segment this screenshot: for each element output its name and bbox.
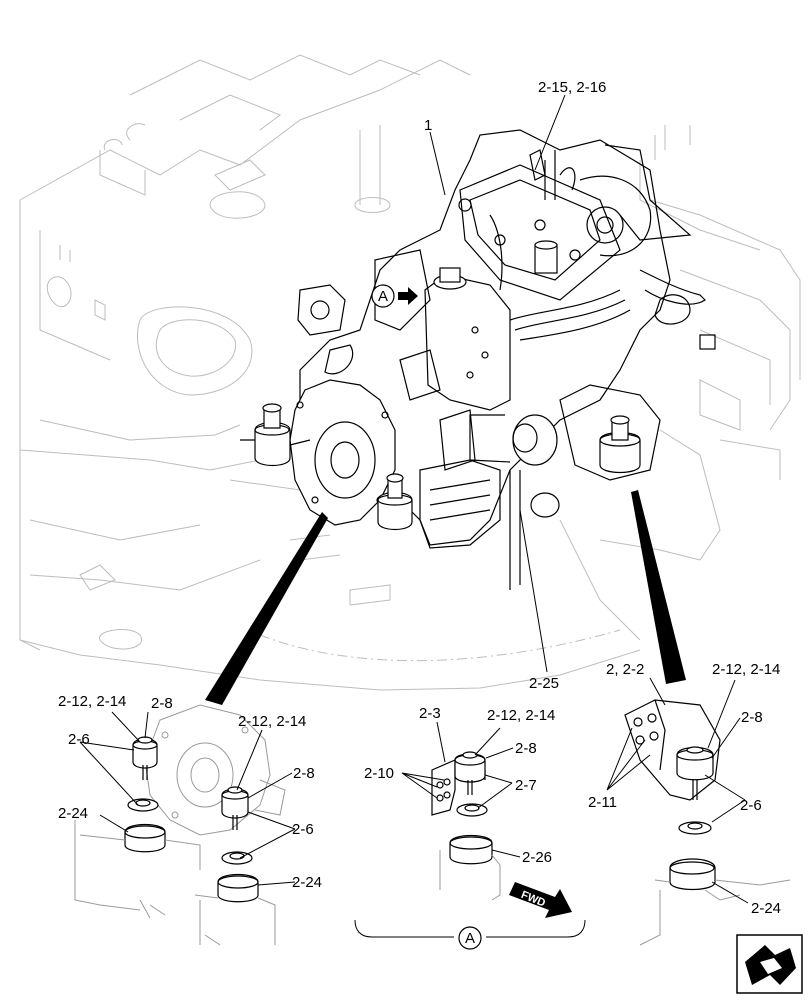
callout-2-25: 2-25 (529, 675, 559, 692)
chassis-frame-background (19, 54, 801, 691)
callout-2-6-left-lower: 2-6 (292, 821, 314, 838)
callout-2-24-right: 2-24 (751, 900, 781, 917)
callout-2-3: 2-3 (419, 705, 441, 722)
callout-1: 1 (424, 117, 432, 134)
fwd-label: FWD (519, 889, 547, 910)
callout-2-10: 2-10 (364, 765, 394, 782)
engine-assembly (240, 129, 716, 590)
detail-left-mounts (74, 704, 286, 946)
section-bracket (354, 919, 586, 938)
callout-2-8-left-lower: 2-8 (293, 765, 315, 782)
callout-2-12-2-14-right: 2-12, 2-14 (712, 661, 780, 678)
detail-right-mount (624, 699, 791, 946)
callout-2-12-2-14-left-upper: 2-12, 2-14 (58, 693, 126, 710)
callout-2-2-2: 2, 2-2 (606, 661, 644, 678)
fwd-arrow-icon: FWD (509, 882, 572, 918)
pointer-wedge-right (631, 490, 686, 684)
callout-2-12-2-14-left-lower: 2-12, 2-14 (238, 713, 306, 730)
callout-2-6-right: 2-6 (740, 797, 762, 814)
section-label: A (465, 930, 475, 947)
callout-labels: 1 2-15, 2-16 2-25 2, 2-2 2-12, 2-14 2-8 … (58, 79, 781, 917)
view-marker-a: A (371, 284, 418, 308)
callout-2-11: 2-11 (588, 794, 617, 811)
detail-pointers (205, 490, 686, 705)
page-turn-icon[interactable] (736, 934, 803, 994)
callout-2-15-2-16: 2-15, 2-16 (538, 79, 606, 96)
callout-2-8-middle: 2-8 (515, 740, 537, 757)
detail-middle-mount: FWD A (354, 751, 586, 950)
callout-2-8-left-upper: 2-8 (151, 695, 173, 712)
callout-2-8-right: 2-8 (741, 709, 763, 726)
leader-lines (79, 94, 749, 904)
callout-2-7: 2-7 (515, 777, 537, 794)
callout-2-26: 2-26 (522, 849, 552, 866)
callout-2-12-2-14-middle: 2-12, 2-14 (487, 707, 555, 724)
callout-2-6-left-upper: 2-6 (68, 731, 90, 748)
callout-2-24-left-upper: 2-24 (58, 805, 88, 822)
view-arrow-icon (398, 287, 418, 305)
pointer-wedge-left (205, 512, 328, 705)
callout-2-24-left-lower: 2-24 (292, 874, 322, 891)
view-marker-letter: A (378, 288, 388, 305)
